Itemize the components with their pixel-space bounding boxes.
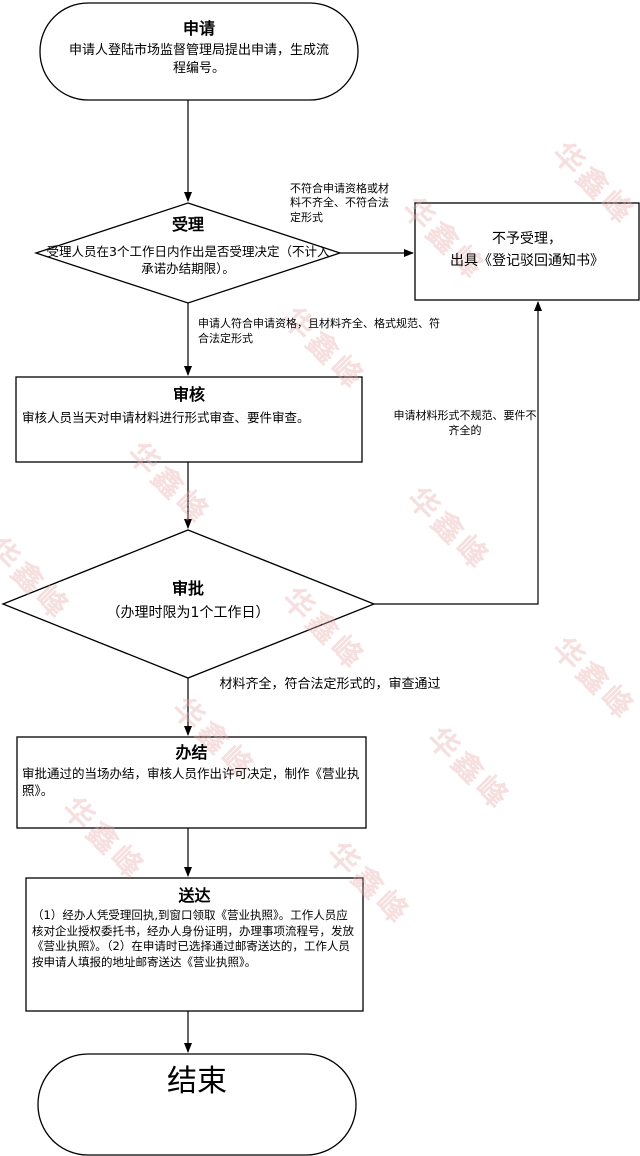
- review-title: 审核: [172, 385, 205, 404]
- arrow-approve-to-reject: [374, 301, 542, 605]
- end-terminal-shape: [37, 1053, 357, 1156]
- accept-title: 受理: [171, 215, 204, 234]
- complete-description: 审批通过的当场办结，审核人员作出许可决定，制作《营业执照》。: [22, 766, 360, 798]
- apply-terminal-shape: [39, 2, 359, 101]
- reject-line-1: 不予受理，: [492, 231, 562, 247]
- review-description: 审核人员当天对申请材料进行形式审查、要件审查。: [22, 410, 310, 425]
- edge-label-not-qualified: 不符合申请资格或材料不齐全、不符合法定形式: [290, 182, 389, 224]
- edge-label-review-fail: 申请材料形式不规范、要件不齐全的: [393, 409, 537, 438]
- reject-box-shape: [414, 202, 640, 301]
- deliver-box-shape: [25, 877, 364, 1012]
- edge-label-qualified: 申请人符合申请资格，且材料齐全、格式规范、符合法定形式: [198, 317, 440, 346]
- approve-title: 审批: [171, 579, 204, 598]
- complete-box-shape: [16, 736, 367, 829]
- complete-title: 办结: [175, 743, 208, 762]
- apply-title: 申请: [182, 19, 215, 38]
- deliver-title: 送达: [178, 886, 211, 905]
- edge-label-approve-pass: 材料齐全，符合法定形式的，审查通过: [219, 677, 441, 692]
- deliver-description: （1）经办人凭受理回执,到窗口领取《营业执照》。工作人员应核对企业授权委托书，经…: [32, 908, 354, 969]
- reject-line-2: 出具《登记驳回通知书》: [450, 253, 604, 269]
- accept-description: 受理人员在3个工作日内作出是否受理决定（不计入承诺办结期限）。: [46, 244, 330, 276]
- end-title: 结束: [167, 1064, 227, 1099]
- approve-description: （办理时限为1个工作日）: [106, 605, 270, 621]
- review-box-shape: [15, 376, 363, 463]
- apply-description: 申请人登陆市场监督管理局提出申请，生成流程编号。: [68, 43, 329, 76]
